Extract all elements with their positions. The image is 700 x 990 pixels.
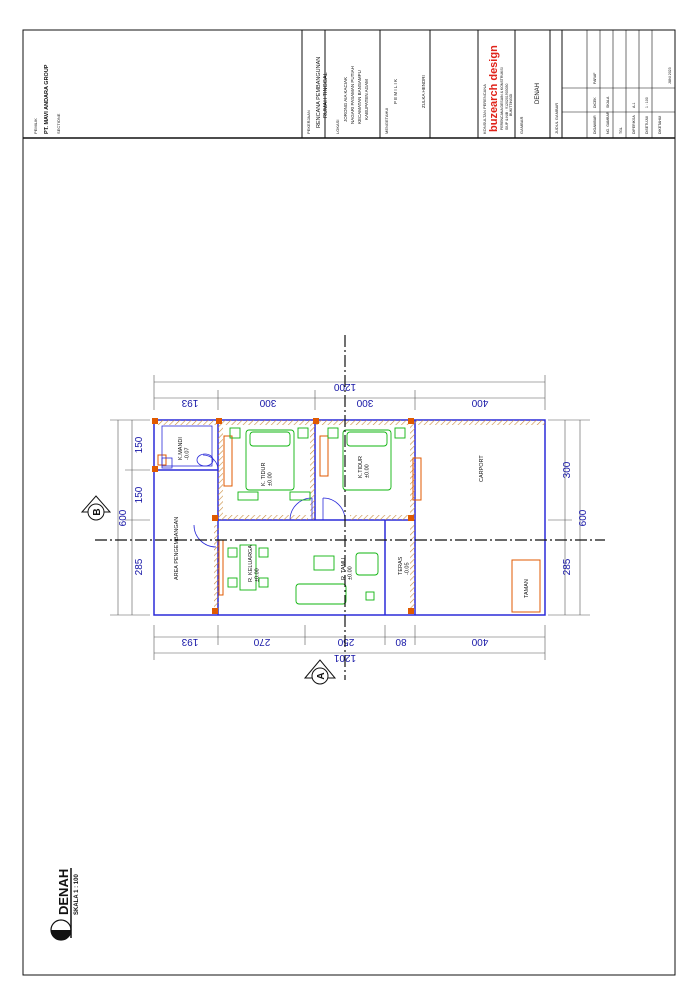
dining-set <box>227 544 269 591</box>
location-line-3: KECAMATAN BANSAMPU <box>357 70 362 124</box>
columns <box>152 418 414 614</box>
room-ruang-keluarga: R. KELUARGA±0.00 <box>248 545 261 582</box>
section-a-label: A <box>316 672 327 679</box>
location-line-4: KABUPATEN AGAM <box>364 79 369 120</box>
bedroom-2-furniture <box>327 427 406 491</box>
location-line-2: NAGARI PASAMAN PUTIAH <box>350 66 355 124</box>
room-carport: CARPORT <box>479 455 485 482</box>
consultant-label: KONSULTAN PERENCANA <box>482 84 487 134</box>
consultant-line-2: SIUP & NIB : 9120201903030 <box>505 84 509 130</box>
signature-label: SECTIONE <box>56 113 61 134</box>
sofa-set <box>295 552 379 605</box>
approval-label: MENGETAHUI <box>384 108 389 134</box>
section-marker-a: A <box>303 659 337 685</box>
room-kt-utama: K. TIDUR±0.00 <box>261 463 274 486</box>
room-kt-anak: K.TIDUR±0.00 <box>358 456 371 478</box>
dim-top-2: 300 <box>259 397 276 408</box>
dim-bottom-3: 250 <box>337 636 354 647</box>
table-cell: TGL <box>619 127 623 134</box>
pemilik-title: P E M I L I K <box>393 79 398 104</box>
room-kamar-mandi: K.MANDI-0.07 <box>178 437 191 460</box>
section-b-label: B <box>92 508 103 515</box>
dim-bottom-1: 193 <box>181 636 198 647</box>
dim-left-2: 150 <box>134 486 145 503</box>
drawing-caption: DENAH SKALA 1 : 100 <box>50 868 80 941</box>
drawing-title: DENAH <box>535 83 541 104</box>
dim-right-total: 600 <box>578 509 589 526</box>
table-cell: DIPERIKSA <box>632 115 636 134</box>
room-area-pengembangan: AREA PENGEMBANGAN <box>174 517 180 580</box>
caption-scale: SKALA 1 : 100 <box>74 874 80 915</box>
consultant-brand: buzearch design <box>488 45 500 132</box>
table-cell: 1 : 100 <box>645 97 649 108</box>
dim-left-total: 600 <box>118 509 129 526</box>
dim-right-1: 300 <box>562 461 573 478</box>
pemilik-name: ZULKA HENDRI <box>421 75 426 108</box>
dim-right-2: 285 <box>562 558 573 575</box>
bedroom-1-furniture <box>229 427 311 501</box>
section-marker-b: B <box>80 495 112 521</box>
table-cell: JUNI 2023 <box>668 67 672 84</box>
dim-bottom-2: 270 <box>253 636 270 647</box>
dim-top-4: 400 <box>471 397 488 408</box>
company-name: PT. MAVI ANDARA GROUP <box>44 64 50 134</box>
signature-table <box>562 30 675 138</box>
table-cell: SKALA <box>606 96 610 108</box>
dimension-lines <box>110 375 590 660</box>
location-label: LOKASI <box>335 120 340 134</box>
owner-label: PEMILIK <box>33 118 38 134</box>
room-ruang-tamu: R. TAMU±0.00 <box>341 558 354 580</box>
drawing-label: GAMBAR <box>519 117 524 134</box>
section-lines <box>95 335 605 680</box>
table-cell: NO. GAMBAR <box>606 111 610 134</box>
project-label: PEKERJAAN <box>306 110 311 134</box>
project-line-2: RUMAH TINGGAL <box>323 72 329 118</box>
dim-bottom-4: 80 <box>395 636 407 647</box>
project-line-1: RENCANA PEMBANGUNAN <box>316 57 322 128</box>
consultant-line-1: PERENCANA DESAIN & KONSTRUKSI <box>500 67 504 130</box>
sheet-label: JUDUL GAMBAR <box>554 103 559 134</box>
dim-left-1: 150 <box>134 436 145 453</box>
table-cell: DICEK <box>593 97 597 108</box>
title-block: PEMILIK PT. MAVI ANDARA GROUP SECTIONE P… <box>22 29 676 139</box>
dim-left-3: 285 <box>134 558 145 575</box>
sheet-frame <box>22 29 676 976</box>
garden <box>511 559 541 613</box>
table-cell: DIGAMBAR <box>593 115 597 134</box>
dim-bottom-5: 400 <box>471 636 488 647</box>
table-cell: DISETUJUI <box>645 116 649 134</box>
dim-top-1: 193 <box>181 397 198 408</box>
room-teras: TERAS-0.05 <box>398 556 411 575</box>
dim-top-3: 300 <box>356 397 373 408</box>
floor-plan: 193 300 300 400 1200 193 270 250 80 400 … <box>80 335 605 685</box>
bathroom-fixtures <box>161 425 214 469</box>
table-cell: A-1 <box>632 103 636 109</box>
location-line-1: JORONG AIA KACIAK <box>343 77 348 122</box>
consultant-line-3: BUKITTINGGI <box>509 94 513 116</box>
table-cell: DIKETAHUI <box>658 116 662 134</box>
caption-title: DENAH <box>56 869 71 915</box>
table-cell: PARAF <box>593 73 597 84</box>
room-taman: TAMAN <box>524 579 530 598</box>
